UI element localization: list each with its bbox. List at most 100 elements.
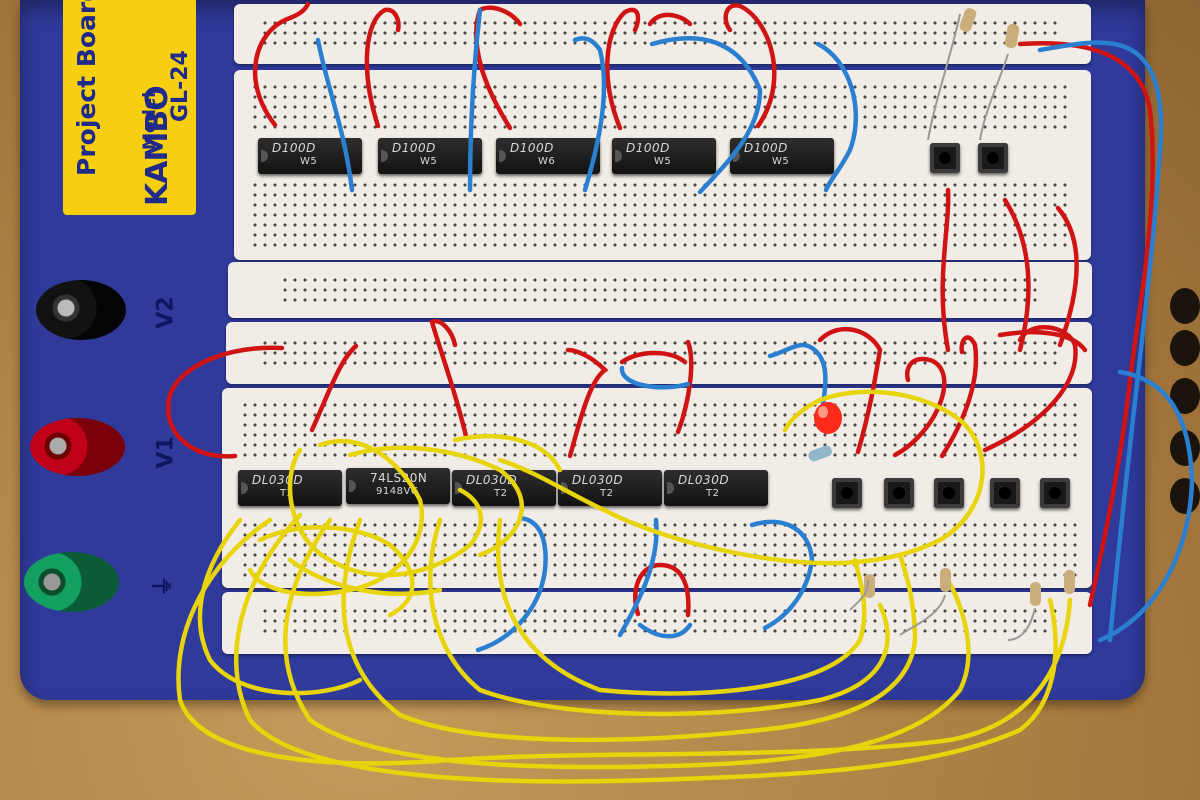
green-terminal [24,552,119,612]
red-wire [474,5,523,131]
resistor-lead [927,13,961,141]
ic-chip: D100D W5 [378,138,482,174]
ic-chip: D100D W6 [496,138,600,174]
ic-marking: 74LS20N [370,471,428,485]
ic-sub-marking: W6 [538,156,556,167]
ic-marking: D100D [392,141,436,155]
push-button [884,478,914,508]
yellow-wire [495,517,867,696]
red-led-icon [814,402,842,434]
top-terminal-holes-upper [250,82,1070,132]
middle-power-rail-holes [280,275,1040,305]
ic-sub-marking: W5 [300,156,318,167]
yellow-wire [233,512,1058,784]
ic-marking: DL030D [466,473,518,487]
ic-chip: DL030D T2 [664,470,768,506]
yellow-wire [283,517,971,770]
push-button [930,143,960,173]
resistor-lead [1007,607,1036,641]
red-wire [817,326,883,455]
yellow-wire [197,517,363,696]
red-wire [632,562,691,618]
ic-chip: D100D W5 [612,138,716,174]
push-button [1040,478,1070,508]
ic-sub-marking: T2 [706,488,720,499]
resistor [1004,23,1020,49]
table-slot [1170,478,1200,514]
ic-marking: DL030D [572,473,624,487]
red-wire [605,7,641,131]
resistor [864,574,875,598]
push-button [832,478,862,508]
resistor [1030,582,1041,606]
red-wire [723,3,777,129]
blue-wire [572,36,607,193]
brand-plate [63,0,196,215]
table-slot [1170,330,1200,366]
table-slot [1170,288,1200,324]
ic-sub-marking: T2 [494,488,508,499]
red-wire [309,343,359,433]
resistor [808,445,832,462]
red-wire [429,319,469,439]
red-terminal [30,418,125,476]
yellow-wire [347,445,524,558]
yellow-wire [341,517,918,743]
resistor [959,8,977,32]
blue-wire [315,37,355,193]
red-wire [675,339,694,435]
ic-sub-marking: W5 [420,156,438,167]
red-wire [1055,205,1079,348]
ic-marking: D100D [510,141,554,155]
ic-sub-marking: 9148VG [376,486,420,497]
ic-sub-marking: W5 [654,156,672,167]
resistor-lead [849,579,869,611]
black-terminal [36,280,126,340]
blue-wire [1097,369,1195,643]
ic-marking: DL030D [678,473,730,487]
resistor-lead [899,594,946,636]
top-terminal-holes-lower [250,180,1070,250]
red-wire [252,1,311,128]
red-wire [1017,40,1155,608]
ic-sub-marking: T2 [600,488,614,499]
blue-wire [467,7,483,193]
yellow-wire [452,434,563,473]
ic-marking: D100D [744,141,788,155]
yellow-wire [257,525,415,618]
blue-wire [637,622,693,639]
blue-wire [749,519,815,631]
red-wire [647,12,693,27]
ic-chip: D100D W5 [730,138,834,174]
push-button [934,478,964,508]
red-wire [565,347,609,459]
red-wire [892,356,947,458]
blue-wire [1037,40,1164,643]
blue-wire [815,41,859,193]
resistor [940,568,951,592]
red-wire [165,345,285,459]
red-wire [619,350,688,365]
blue-wire [649,36,763,195]
resistor [1064,570,1075,594]
red-wire [364,7,401,129]
bottom-terminal-holes-lower [240,520,1080,580]
red-wire [982,325,1078,453]
yellow-wire [428,517,890,717]
yellow-wire [497,389,985,566]
red-wire [997,330,1088,353]
ic-marking: D100D [272,141,316,155]
ic-chip: 74LS20N 9148VG [346,468,450,504]
red-wire [1002,197,1031,353]
yellow-wire [176,517,1073,766]
ic-sub-marking: T2 [280,488,294,499]
red-wire [939,335,979,459]
resistor-lead [979,53,1009,141]
yellow-wire [287,447,483,578]
ic-marking: D100D [626,141,670,155]
resistors [808,8,1075,606]
yellow-wire [287,557,443,596]
blue-wire [619,365,691,390]
